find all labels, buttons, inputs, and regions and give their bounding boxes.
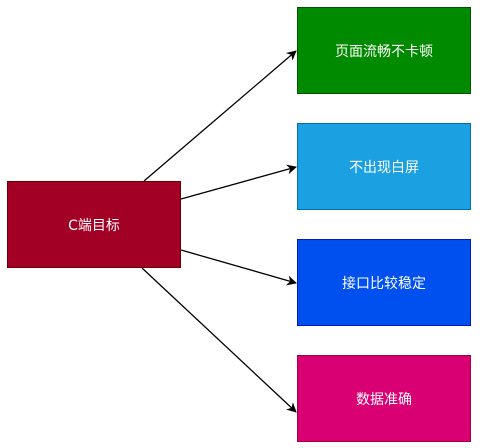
root-node: C端目标 <box>7 181 181 268</box>
edge-root-to-target-3 <box>180 249 297 286</box>
edge-root-to-target-2 <box>180 164 297 200</box>
edge-root-to-target-4 <box>141 267 297 413</box>
target-node-3: 接口比较稳定 <box>297 239 471 326</box>
target-node-2: 不出现白屏 <box>297 123 471 210</box>
target-node-4: 数据准确 <box>297 355 471 442</box>
target-node-1: 页面流畅不卡顿 <box>297 7 471 94</box>
edge-root-to-target-1 <box>143 50 297 182</box>
